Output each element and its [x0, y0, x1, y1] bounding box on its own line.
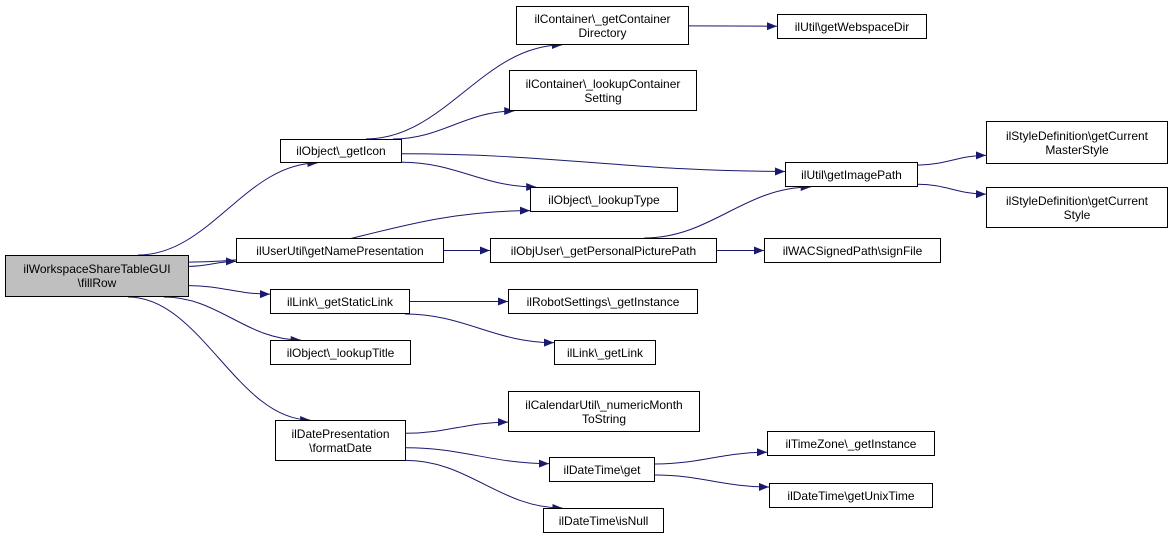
node-label-line: ilObjUser\_getPersonalPicturePath: [510, 243, 697, 258]
edge-getIcon-to-lookupContainerSetting: [392, 107, 515, 140]
edge-root-to-getStaticLink: [188, 285, 271, 299]
edge-getImagePath-to-getCurrentStyle: [917, 183, 987, 199]
edge-root-to-lookupTitle: [163, 296, 301, 344]
node-label-line: ToString: [581, 411, 627, 426]
node-label-line: ilCalendarUtil\_numericMonth: [525, 397, 683, 412]
node-iltimezone-getinstance[interactable]: ilTimeZone\_getInstance: [767, 431, 935, 456]
node-label-line: ilUtil\getWebspaceDir: [794, 19, 910, 34]
edge-root-to-getNamePresentation: [188, 257, 237, 267]
edge-getIcon-to-lookupType: [401, 161, 537, 191]
node-ildatetime-getunixtime[interactable]: ilDateTime\getUnixTime: [769, 483, 933, 508]
node-ilobject-lookuptitle[interactable]: ilObject\_lookupTitle: [270, 340, 411, 365]
node-root-fillrow: ilWorkspaceShareTableGUI \fillRow: [5, 255, 189, 297]
node-label-line: ilUserUtil\getNamePresentation: [256, 243, 424, 258]
node-ilobject-geticon[interactable]: ilObject\_getIcon: [280, 139, 402, 163]
node-label-line: ilStyleDefinition\getCurrent: [1005, 193, 1149, 208]
node-label-line: ilWorkspaceShareTableGUI: [23, 262, 171, 276]
node-ilcontainer-lookupcontainersetting[interactable]: ilContainer\_lookupContainer Setting: [509, 70, 697, 111]
node-label-line: ilObject\_lookupType: [548, 192, 660, 207]
node-label-line: ilStyleDefinition\getCurrent: [1005, 128, 1149, 143]
node-label-line: ilTimeZone\_getInstance: [785, 436, 917, 451]
edge-getIcon-to-getContainerDirectory: [366, 41, 562, 140]
node-label-line: ilDateTime\get: [563, 462, 641, 477]
node-label-line: ilLink\_getLink: [566, 345, 644, 360]
node-label-line: ilDatePresentation: [291, 426, 390, 441]
edge-root-to-formatDate: [128, 296, 311, 424]
node-label-line: Setting: [584, 90, 622, 105]
node-label-line: Directory: [578, 25, 627, 40]
edge-getIcon-to-getImagePath: [401, 153, 786, 176]
node-ilutil-getimagepath[interactable]: ilUtil\getImagePath: [785, 162, 918, 187]
node-ilobject-lookuptype[interactable]: ilObject\_lookupType: [530, 187, 678, 212]
edge-formatDate-to-dateTimeGet: [405, 447, 550, 468]
node-label-line: ilObject\_getIcon: [296, 144, 386, 158]
node-label-line: ilWACSignedPath\signFile: [782, 243, 923, 258]
node-iluserutil-getnamepresentation[interactable]: ilUserUtil\getNamePresentation: [236, 238, 444, 263]
node-label-line: \fillRow: [77, 276, 117, 290]
edge-root-to-getIcon: [137, 159, 318, 256]
node-ilcalendarutil-numericmonthtostring[interactable]: ilCalendarUtil\_numericMonth ToString: [508, 391, 700, 432]
edge-dateTimeGet-to-getUnixTime: [654, 474, 770, 491]
node-illink-getstaticlink[interactable]: ilLink\_getStaticLink: [270, 289, 410, 314]
node-ilwacsignedpath-signfile[interactable]: ilWACSignedPath\signFile: [764, 238, 941, 263]
node-label-line: ilLink\_getStaticLink: [286, 294, 394, 309]
node-label-line: ilRobotSettings\_getInstance: [526, 294, 680, 309]
node-label-line: \formatDate: [309, 440, 372, 455]
node-ilobjuser-getpersonalpicturepath[interactable]: ilObjUser\_getPersonalPicturePath: [490, 238, 717, 263]
node-illink-getlink[interactable]: ilLink\_getLink: [554, 340, 656, 365]
node-ildatepresentation-formatdate[interactable]: ilDatePresentation \formatDate: [275, 420, 406, 461]
node-label-line: ilContainer\_lookupContainer: [525, 76, 681, 91]
node-ilrobotsettings-getinstance[interactable]: ilRobotSettings\_getInstance: [508, 289, 698, 314]
node-label-line: ilDateTime\getUnixTime: [787, 488, 915, 503]
node-ildatetime-get[interactable]: ilDateTime\get: [549, 457, 655, 482]
edge-formatDate-to-numericMonthToString: [405, 418, 509, 434]
node-label-line: ilObject\_lookupTitle: [286, 345, 395, 360]
node-ilstyledefinition-getcurrentmasterstyle[interactable]: ilStyleDefinition\getCurrent MasterStyle: [986, 121, 1168, 164]
node-ildatetime-isnull[interactable]: ilDateTime\isNull: [543, 508, 664, 533]
node-label-line: ilUtil\getImagePath: [801, 167, 902, 182]
edge-getPersonalPicturePath-to-getImagePath: [644, 183, 811, 239]
edge-dateTimeGet-to-timeZoneGetInstance: [654, 448, 768, 465]
node-label-line: MasterStyle: [1045, 142, 1109, 157]
node-ilcontainer-getcontainerdirectory[interactable]: ilContainer\_getContainer Directory: [516, 6, 689, 45]
node-label-line: Style: [1063, 207, 1091, 222]
edge-formatDate-to-isNull: [405, 459, 563, 512]
node-ilstyledefinition-getcurrentstyle[interactable]: ilStyleDefinition\getCurrent Style: [986, 187, 1168, 228]
node-label-line: ilContainer\_getContainer: [534, 11, 671, 26]
node-label-line: ilDateTime\isNull: [558, 513, 649, 528]
node-ilutil-getwebspacedir[interactable]: ilUtil\getWebspaceDir: [777, 14, 927, 39]
edge-getImagePath-to-getCurrentMasterStyle: [917, 151, 987, 166]
edge-getStaticLink-to-getLink: [404, 313, 555, 347]
